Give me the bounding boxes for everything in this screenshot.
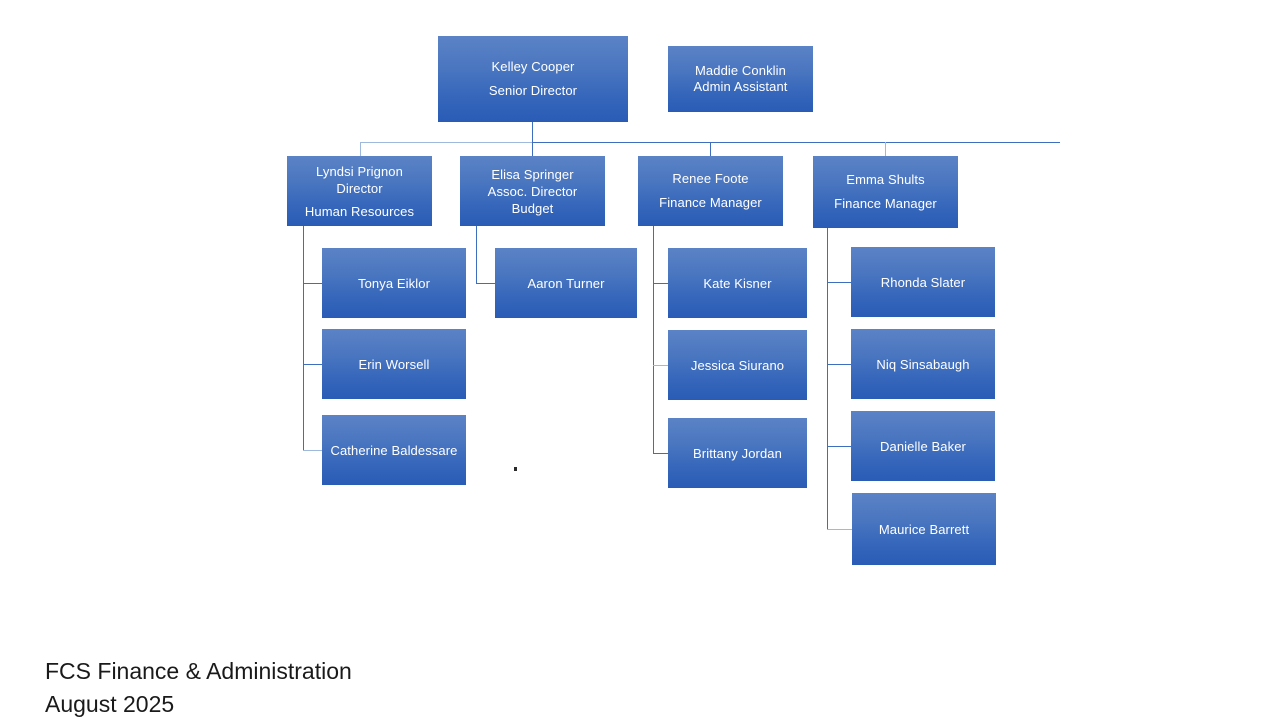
- node-emma-shults[interactable]: Emma Shults Finance Manager: [813, 156, 958, 228]
- node-danielle-baker[interactable]: Danielle Baker: [851, 411, 995, 481]
- node-title: Finance Manager: [659, 195, 762, 210]
- node-niq-sinsabaugh[interactable]: Niq Sinsabaugh: [851, 329, 995, 399]
- connector-trunk-budget: [476, 226, 477, 283]
- connector-stub-brittany-jordan: [653, 453, 668, 454]
- node-title: Director: [336, 180, 383, 196]
- node-lyndsi-prignon[interactable]: Lyndsi Prignon Director Human Resources: [287, 156, 432, 226]
- connector-stub-catherine-baldessare: [303, 450, 322, 451]
- connector-stub-jessica-siurano: [653, 365, 668, 366]
- connector-stub-tonya-eiklor: [303, 283, 322, 284]
- connector-level2-bus-left: [360, 142, 533, 143]
- node-name: Tonya Eiklor: [357, 275, 430, 291]
- node-kelley-cooper[interactable]: Kelley Cooper Senior Director: [438, 36, 628, 122]
- connector-drop-hr: [360, 142, 361, 157]
- connector-drop-shults: [885, 142, 886, 157]
- node-maddie-conklin[interactable]: Maddie Conklin Admin Assistant: [668, 46, 813, 112]
- node-name: Erin Worsell: [358, 356, 430, 372]
- stray-period-mark: [514, 467, 517, 471]
- node-name: Niq Sinsabaugh: [876, 356, 970, 372]
- node-brittany-jordan[interactable]: Brittany Jordan: [668, 418, 807, 488]
- connector-trunk-foote: [653, 226, 654, 453]
- caption-line-1: FCS Finance & Administration: [45, 658, 352, 684]
- connector-level2-bus-right: [532, 142, 1060, 143]
- caption-line-2: August 2025: [45, 691, 175, 717]
- connector-stub-danielle-baker: [827, 446, 852, 447]
- node-rhonda-slater[interactable]: Rhonda Slater: [851, 247, 995, 317]
- node-name: Emma Shults: [846, 172, 925, 187]
- connector-stub-niq-sinsabaugh: [827, 364, 852, 365]
- node-name: Kate Kisner: [703, 275, 772, 291]
- connector-drop-budget: [532, 142, 533, 157]
- connector-trunk-shults: [827, 228, 828, 529]
- node-renee-foote[interactable]: Renee Foote Finance Manager: [638, 156, 783, 226]
- node-name: Maurice Barrett: [878, 521, 970, 537]
- node-name: Danielle Baker: [880, 438, 966, 454]
- node-department: Budget: [511, 200, 554, 216]
- node-tonya-eiklor[interactable]: Tonya Eiklor: [322, 248, 466, 318]
- connector-root-drop: [532, 120, 533, 143]
- node-aaron-turner[interactable]: Aaron Turner: [495, 248, 637, 318]
- node-department: Human Resources: [304, 203, 415, 219]
- connector-stub-aaron-turner: [476, 283, 495, 284]
- node-catherine-baldessare[interactable]: Catherine Baldessare: [322, 415, 466, 485]
- node-name: Jessica Siurano: [690, 357, 785, 373]
- node-name: Lyndsi Prignon: [316, 163, 403, 179]
- connector-drop-foote: [710, 142, 711, 157]
- node-name: Elisa Springer: [491, 166, 574, 182]
- connector-stub-maurice-barrett: [827, 529, 852, 530]
- node-name: Brittany Jordan: [693, 445, 782, 461]
- connector-trunk-hr: [303, 226, 304, 450]
- node-kate-kisner[interactable]: Kate Kisner: [668, 248, 807, 318]
- node-name: Catherine Baldessare: [330, 442, 458, 458]
- connector-stub-rhonda-slater: [827, 282, 852, 283]
- node-elisa-springer[interactable]: Elisa Springer Assoc. Director Budget: [460, 156, 605, 226]
- node-name: Kelley Cooper: [491, 59, 575, 74]
- node-erin-worsell[interactable]: Erin Worsell: [322, 329, 466, 399]
- connector-stub-kate-kisner: [653, 283, 668, 284]
- node-title: Finance Manager: [834, 196, 937, 211]
- node-title: Assoc. Director: [487, 183, 578, 199]
- node-name: Aaron Turner: [527, 275, 605, 291]
- node-maurice-barrett[interactable]: Maurice Barrett: [852, 493, 996, 565]
- node-title: Admin Assistant: [693, 79, 788, 94]
- node-jessica-siurano[interactable]: Jessica Siurano: [668, 330, 807, 400]
- node-name: Rhonda Slater: [880, 274, 966, 290]
- node-name: Renee Foote: [672, 171, 749, 186]
- node-name: Maddie Conklin: [694, 63, 786, 78]
- node-title: Senior Director: [488, 83, 578, 98]
- connector-stub-erin-worsell: [303, 364, 322, 365]
